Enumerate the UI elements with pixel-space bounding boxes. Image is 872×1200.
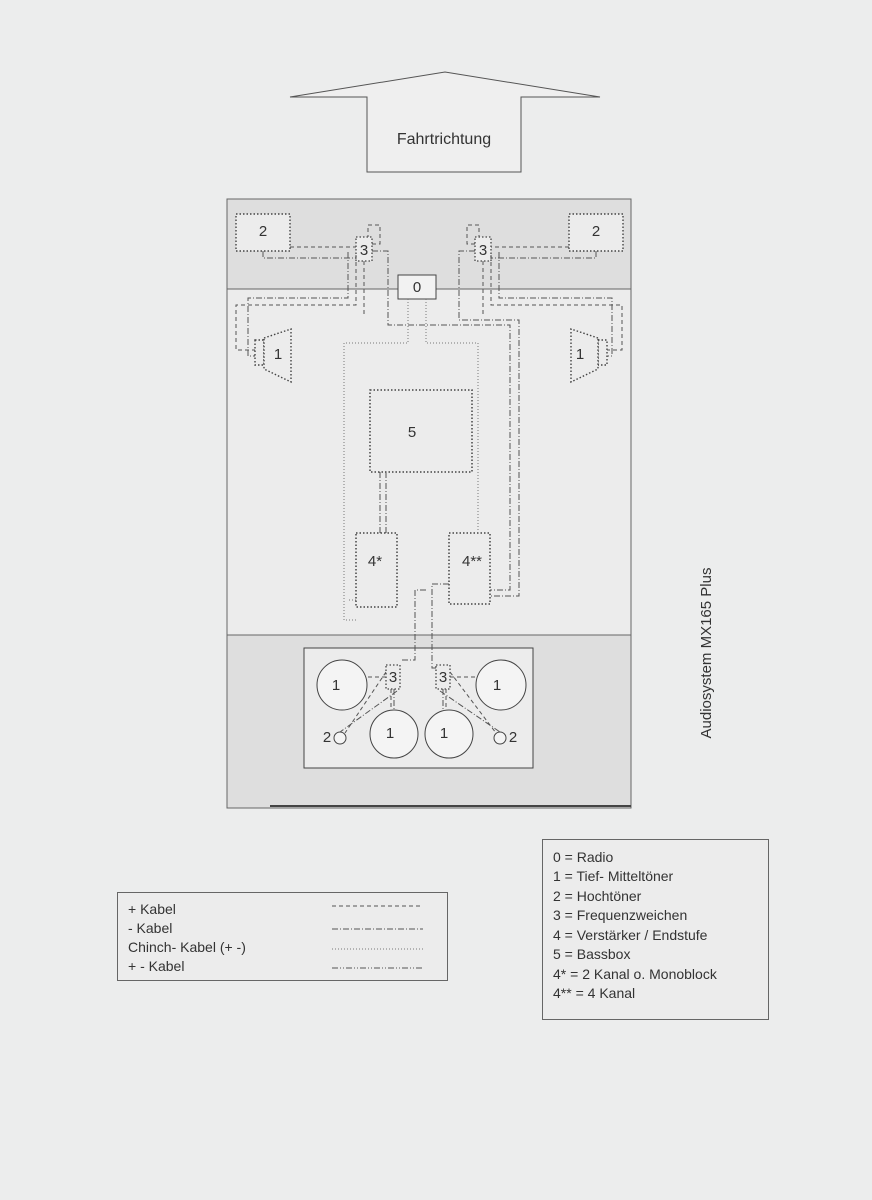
amplifier-4ch [448, 532, 491, 605]
bassbox [369, 389, 473, 473]
cable-legend-minus: - Kabel [128, 920, 173, 936]
midrange-rear-outer-left-label: 1 [332, 677, 340, 694]
tweeter-front-left-label: 2 [259, 223, 267, 240]
direction-arrow [289, 71, 601, 173]
midrange-front-left [254, 328, 292, 384]
crossover-front-right-label: 3 [479, 242, 487, 259]
midrange-rear-outer-left [316, 659, 368, 711]
key-legend-item: 1 = Tief- Mitteltöner [553, 868, 674, 884]
cables-plus [235, 224, 623, 734]
tweeter-rear-right-label: 2 [509, 729, 517, 746]
crossover-rear-left-label: 3 [389, 669, 397, 686]
midrange-rear-inner-left-label: 1 [386, 725, 394, 742]
key-legend-item: 4 = Verstärker / Endstufe [553, 927, 708, 943]
crossover-rear-right-label: 3 [439, 669, 447, 686]
cable-legend: + Kabel - Kabel Chinch- Kabel (+ -) + - … [117, 892, 448, 981]
midrange-rear-inner-right [424, 709, 474, 759]
key-legend-item: 5 = Bassbox [553, 946, 631, 962]
cable-legend-plus: + Kabel [128, 901, 176, 917]
cable-legend-swatches [332, 905, 423, 969]
key-legend-item: 4* = 2 Kanal o. Monoblock [553, 966, 717, 982]
tweeter-rear-left-label: 2 [323, 729, 331, 746]
direction-label: Fahrtrichtung [397, 131, 491, 148]
radio-label: 0 [413, 279, 421, 296]
side-title: Audiosystem MX165 Plus [698, 567, 715, 739]
tweeter-front-left [235, 213, 291, 252]
key-legend-item: 4** = 4 Kanal [553, 985, 636, 1001]
key-legend: 0 = Radio 1 = Tief- Mitteltöner 2 = Hoch… [542, 839, 769, 1020]
midrange-rear-inner-left [369, 709, 419, 759]
key-legend-item: 3 = Frequenzweichen [553, 907, 688, 923]
crossover-front-right [474, 236, 492, 262]
cable-legend-plus-minus: + - Kabel [128, 958, 185, 974]
key-legend-item: 2 = Hochtöner [553, 888, 642, 904]
crossover-front-left-label: 3 [360, 242, 368, 259]
bassbox-label: 5 [408, 424, 416, 441]
amplifier-2ch [355, 532, 398, 608]
midrange-front-left-label: 1 [274, 346, 282, 363]
crossover-front-left [355, 236, 373, 262]
amplifier-4ch-label: 4** [462, 553, 482, 570]
cables-minus [247, 250, 613, 733]
midrange-rear-outer-right [475, 659, 527, 711]
cable-legend-chinch: Chinch- Kabel (+ -) [128, 939, 246, 955]
midrange-rear-outer-right-label: 1 [493, 677, 501, 694]
tweeter-front-right [568, 213, 624, 252]
cables-chinch [343, 299, 479, 621]
key-legend-item: 0 = Radio [553, 849, 614, 865]
radio-unit [397, 274, 437, 300]
midrange-front-right-label: 1 [576, 346, 584, 363]
midrange-front-right [570, 328, 608, 384]
tweeter-rear-right [493, 731, 507, 745]
tweeter-front-right-label: 2 [592, 223, 600, 240]
amplifier-2ch-label: 4* [368, 553, 382, 570]
midrange-rear-inner-right-label: 1 [440, 725, 448, 742]
tweeter-rear-left [333, 731, 347, 745]
